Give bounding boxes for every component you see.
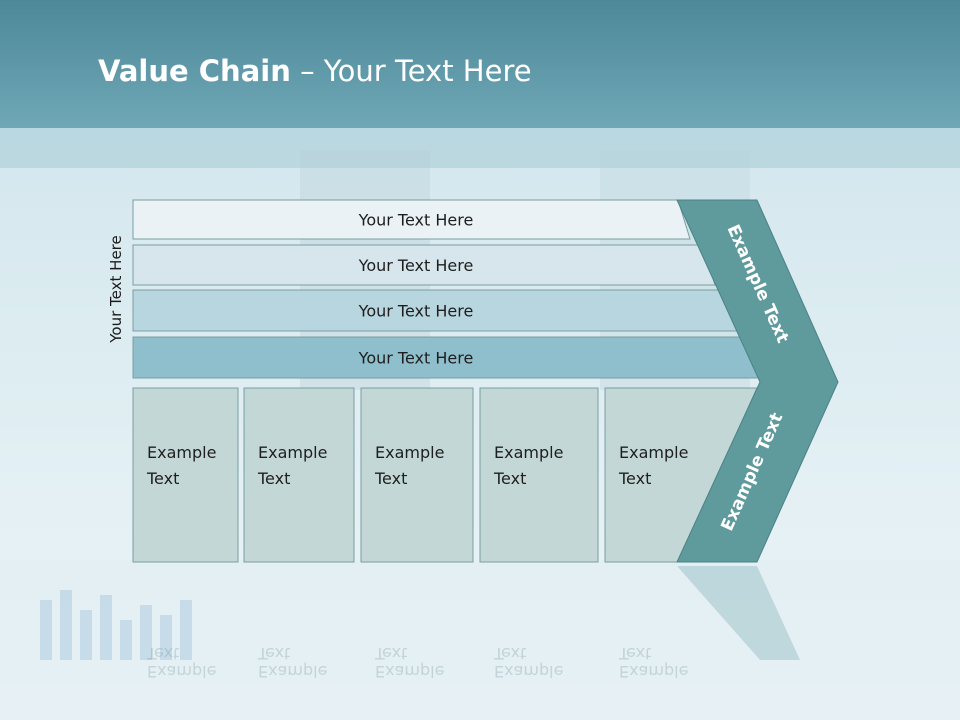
chevron-arrow [676, 199, 839, 563]
column-label-line2: Text [493, 469, 526, 488]
reflection-text: Text [146, 644, 179, 663]
row-label: Your Text Here [358, 302, 474, 321]
reflection-layer: ExampleTextExampleTextExampleTextExample… [146, 566, 800, 681]
reflection-text: Text [618, 644, 651, 663]
column-label-line1: Example [494, 443, 563, 462]
reflection-chevron [677, 566, 800, 660]
column-label-line2: Text [146, 469, 179, 488]
reflection-text: Example [258, 662, 327, 681]
column-box [360, 387, 474, 563]
reflection-text: Text [493, 644, 526, 663]
row-band [132, 199, 691, 240]
reflection-text: Text [374, 644, 407, 663]
reflection-text: Example [619, 662, 688, 681]
reflection-text: Example [147, 662, 216, 681]
column-label-line1: Example [375, 443, 444, 462]
title-bold: Value Chain [98, 54, 291, 88]
column-box [132, 387, 239, 563]
column-label-line1: Example [258, 443, 327, 462]
column-label-line1: Example [619, 443, 688, 462]
row-label: Your Text Here [358, 256, 474, 275]
column-box [479, 387, 599, 563]
row-label: Your Text Here [358, 349, 474, 368]
column-label-line2: Text [618, 469, 651, 488]
row-label: Your Text Here [358, 211, 474, 230]
reflection-text: Example [494, 662, 563, 681]
column-label-line2: Text [374, 469, 407, 488]
column-label-line2: Text [257, 469, 290, 488]
slide-title: Value Chain – Your Text Here [98, 54, 532, 88]
reflection-text: Text [257, 644, 290, 663]
column-label-line1: Example [147, 443, 216, 462]
reflection-text: Example [375, 662, 444, 681]
column-box [243, 387, 355, 563]
title-rest: – Your Text Here [290, 54, 532, 88]
row-band [132, 244, 716, 286]
